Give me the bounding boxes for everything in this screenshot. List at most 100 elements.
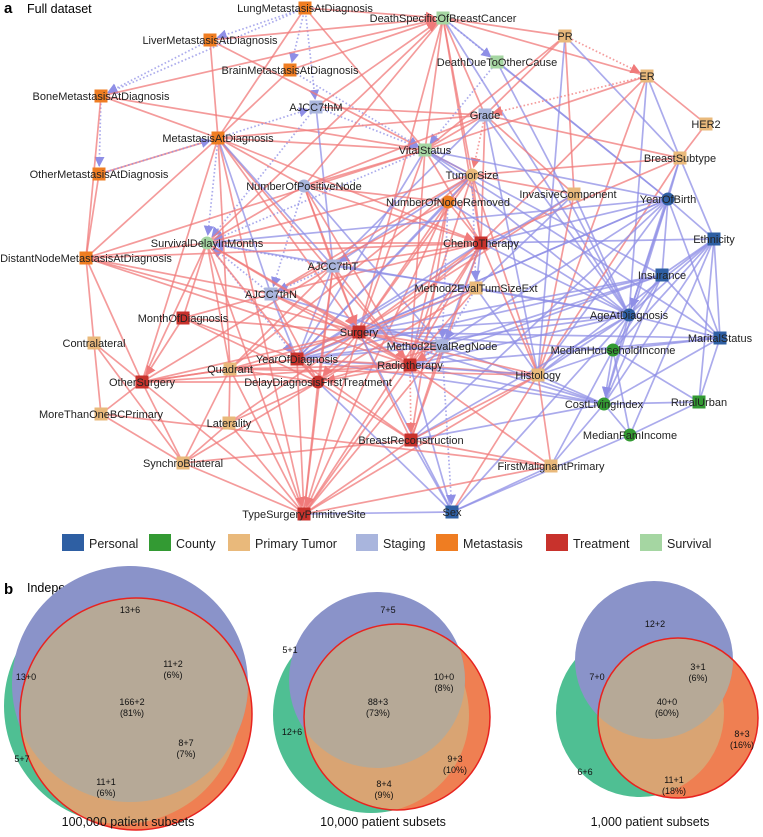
edge-AgeAtDiagnosis-Radiotherapy [409, 314, 630, 366]
node-Contralateral[interactable]: Contralateral [63, 336, 126, 351]
edge-Quadrant-OtherSurgery [141, 368, 231, 383]
node-Surgery[interactable]: Surgery [340, 325, 379, 340]
edge-Ethnicity-MedianHouseholdIncome [612, 238, 715, 351]
node-Method2EvalTumSizeExt[interactable]: Method2EvalTumSizeExt [414, 281, 538, 296]
node-SynchroBilateral[interactable]: SynchroBilateral [143, 456, 223, 471]
edge-Surgery-TypeSurgeryPrimitiveSite [304, 331, 360, 508]
edge-DeathSpecificOfBreastCancer-VitalStatus [424, 17, 444, 151]
edge-Ethnicity-ChemoTherapy [480, 238, 715, 244]
legend-item-metastasis: Metastasis [436, 534, 523, 551]
node-TypeSurgeryPrimitiveSite[interactable]: TypeSurgeryPrimitiveSite [242, 507, 366, 522]
node-AgeAtDiagnosis[interactable]: AgeAtDiagnosis [590, 308, 669, 323]
node-BrainMetastasisAtDiagnosis[interactable]: BrainMetastasisAtDiagnosis [222, 63, 359, 78]
node-Sex[interactable]: Sex [443, 505, 462, 520]
venn-label-line: (73%) [366, 708, 390, 718]
node-InvasiveComponent[interactable]: InvasiveComponent [519, 187, 617, 202]
node-AJCC7thT[interactable]: AJCC7thT [308, 259, 359, 274]
node-label: MoreThanOneBCPrimary [39, 409, 164, 421]
edge-YearOfDiagnosis-BreastReconstruction [296, 358, 412, 441]
edge-SurvivalDelayInMonths-OtherSurgery [141, 242, 208, 383]
node-NumberOfPositiveNode[interactable]: NumberOfPositiveNode [246, 179, 362, 194]
venn-1: 13+613+011+2(6%)166+2(81%)8+7(7%)5+711+1… [4, 566, 253, 831]
edge-BreastSubtype-TumorSize [471, 157, 681, 176]
node-DelayDiagnosisFirstTreatment[interactable]: DelayDiagnosisFirstTreatment [244, 375, 392, 390]
edge-ChemoTherapy-TypeSurgeryPrimitiveSite [303, 242, 482, 515]
node-Insurance[interactable]: Insurance [638, 268, 686, 283]
node-Quadrant[interactable]: Quadrant [207, 362, 253, 377]
node-OtherSurgery[interactable]: OtherSurgery [109, 375, 176, 390]
edge-MoreThanOneBCPrimary-OtherSurgery [100, 381, 143, 415]
venn-overlap [20, 598, 248, 824]
node-label: Histology [515, 370, 561, 382]
edge-AJCC7thM-AJCC7thT [315, 106, 334, 267]
node-LiverMetastasisAtDiagnosis[interactable]: LiverMetastasisAtDiagnosis [142, 33, 278, 48]
node-TumorSize[interactable]: TumorSize [446, 168, 499, 183]
node-marker [176, 311, 190, 325]
node-Ethnicity[interactable]: Ethnicity [693, 232, 735, 247]
edge-Radiotherapy-Sex [409, 364, 453, 513]
node-VitalStatus[interactable]: VitalStatus [399, 143, 452, 158]
node-Radiotherapy[interactable]: Radiotherapy [377, 358, 443, 373]
edge-YearOfDiagnosis-Quadrant [229, 358, 298, 370]
node-SurvivalDelayInMonths[interactable]: SurvivalDelayInMonths [151, 236, 264, 251]
node-AJCC7thN[interactable]: AJCC7thN [245, 287, 297, 302]
node-RuralUrban[interactable]: RuralUrban [671, 395, 727, 410]
node-BreastSubtype[interactable]: BreastSubtype [644, 151, 716, 166]
node-label: Grade [470, 110, 501, 122]
node-Method2EvalRegNode[interactable]: Method2EvalRegNode [387, 339, 498, 354]
node-Grade[interactable]: Grade [470, 108, 501, 123]
node-MaritalStatus[interactable]: MaritalStatus [688, 331, 753, 346]
edge-DeathDueToOtherCause-AgeAtDiagnosis [496, 61, 630, 316]
venn-circle-red-outline [19, 597, 253, 831]
node-YearOfDiagnosis[interactable]: YearOfDiagnosis [256, 352, 339, 367]
node-AJCC7thM[interactable]: AJCC7thM [289, 100, 343, 115]
node-DeathSpecificOfBreastCancer[interactable]: DeathSpecificOfBreastCancer [370, 11, 517, 26]
node-MetastasisAtDiagnosis[interactable]: MetastasisAtDiagnosis [162, 131, 274, 146]
node-MedianHouseholdIncome[interactable]: MedianHouseholdIncome [551, 343, 676, 358]
edge-MetastasisAtDiagnosis-Surgery [217, 137, 355, 327]
edge-ER-BreastSubtype [646, 75, 681, 159]
node-YearOfBirth[interactable]: YearOfBirth [640, 192, 696, 207]
node-OtherMetastasisAtDiagnosis[interactable]: OtherMetastasisAtDiagnosis [30, 167, 169, 182]
edge-Grade-AgeAtDiagnosis [484, 114, 630, 316]
node-label: MedianFamIncome [583, 430, 677, 442]
node-MedianFamIncome[interactable]: MedianFamIncome [583, 428, 677, 443]
node-DistantNodeMetastasisAtDiagnosis[interactable]: DistantNodeMetastasisAtDiagnosis [0, 251, 172, 266]
venn-label-green-only: 12+6 [282, 727, 302, 737]
node-FirstMalignantPrimary[interactable]: FirstMalignantPrimary [498, 459, 605, 474]
edge-Quadrant-Laterality [228, 368, 231, 424]
edge-Quadrant-DelayDiagnosisFirstTreatment [229, 368, 319, 383]
node-label: MaritalStatus [688, 333, 753, 345]
legend-label: Primary Tumor [255, 537, 337, 551]
venn-label-line: 8+7 [178, 738, 193, 748]
node-ChemoTherapy[interactable]: ChemoTherapy [443, 236, 519, 251]
node-Histology[interactable]: Histology [515, 368, 561, 383]
node-BreastReconstruction[interactable]: BreastReconstruction [358, 433, 464, 448]
node-label: OtherSurgery [109, 377, 176, 389]
edge-MedianHouseholdIncome-MedianFamIncome [612, 349, 631, 436]
node-PR[interactable]: PR [557, 29, 573, 44]
edge-SurvivalDelayInMonths-DistantNodeMetastasisAtDiagnosis [85, 242, 208, 259]
node-BoneMetastasisAtDiagnosis[interactable]: BoneMetastasisAtDiagnosis [33, 89, 170, 104]
node-Laterality[interactable]: Laterality [207, 416, 252, 431]
edge-AJCC7thM-Grade [315, 106, 486, 116]
edge-CostLivingIndex-Radiotherapy [409, 364, 605, 405]
node-CostLivingIndex[interactable]: CostLivingIndex [565, 397, 644, 412]
legend-label: County [176, 537, 216, 551]
panel-a-letter: a [4, 0, 13, 17]
edge-LiverMetastasisAtDiagnosis-BoneMetastasisAtDiagnosis [107, 39, 211, 94]
edge-AJCC7thN-Radiotherapy [270, 293, 411, 366]
edge-Grade-Histology [484, 114, 539, 376]
node-DeathDueToOtherCause[interactable]: DeathDueToOtherCause [437, 55, 557, 70]
edge-Method2EvalRegNode-BreastReconstruction [410, 345, 443, 441]
node-MoreThanOneBCPrimary[interactable]: MoreThanOneBCPrimary [39, 407, 164, 422]
node-LungMetastasisAtDiagnosis[interactable]: LungMetastasisAtDiagnosis [237, 1, 373, 16]
node-MonthOfDiagnosis[interactable]: MonthOfDiagnosis [138, 311, 229, 326]
venn-label-line: (6%) [163, 670, 182, 680]
node-HER2[interactable]: HER2 [691, 117, 721, 132]
edge-OtherSurgery-MetastasisAtDiagnosis [141, 137, 219, 383]
node-NumberOfNodeRemoved[interactable]: NumberOfNodeRemoved [386, 195, 510, 210]
node-ER[interactable]: ER [639, 69, 655, 84]
edge-InvasiveComponent-AgeAtDiagnosis [573, 193, 630, 316]
panel-b-letter: b [4, 581, 13, 598]
